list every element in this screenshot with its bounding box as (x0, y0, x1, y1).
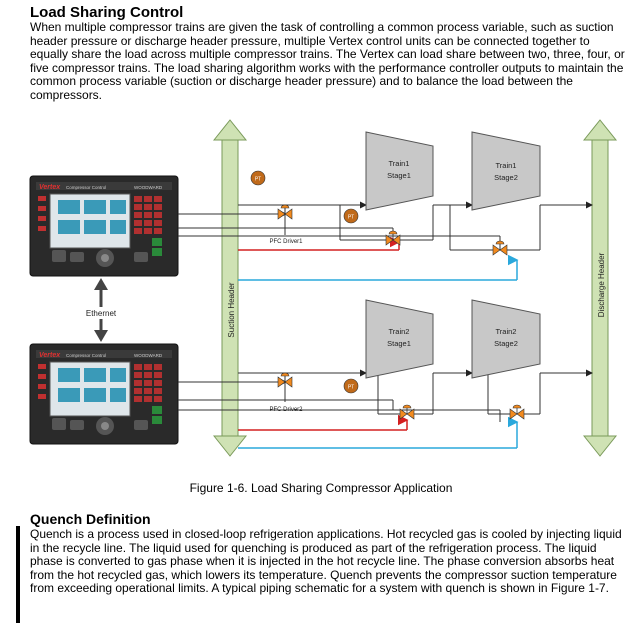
svg-text:Vertex: Vertex (39, 184, 61, 191)
ethernet-link: Ethernet (80, 278, 122, 342)
compressor-train1-stage1: Train1 Stage1 (365, 131, 434, 211)
suction-header-label: Suction Header (227, 282, 236, 337)
svg-text:Stage1: Stage1 (387, 339, 411, 348)
suction-header: Suction Header (212, 119, 248, 457)
train1-stage2-recycle-valve-icon (492, 240, 508, 256)
compressor-train2-stage1: Train2 Stage1 (365, 299, 434, 379)
train2-piping (238, 369, 593, 415)
svg-text:Stage2: Stage2 (494, 173, 518, 182)
figure-caption: Figure 1-6. Load Sharing Compressor Appl… (189, 481, 453, 495)
svg-text:Train2: Train2 (496, 327, 517, 336)
svg-text:Vertex: Vertex (39, 352, 61, 359)
load-sharing-figure: PT Suction Header Discharge Header Verte… (29, 119, 618, 457)
svg-text:Compressor Control: Compressor Control (66, 185, 106, 190)
train1-transmitter-icon (343, 208, 359, 224)
svg-text:WOODWARD: WOODWARD (134, 353, 163, 358)
train1-piping (238, 201, 593, 251)
quench-paragraph: Quench is a process used in closed-loop … (30, 527, 622, 596)
svg-text:Stage2: Stage2 (494, 339, 518, 348)
train2-stage1-recycle-valve-icon (399, 404, 415, 420)
svg-text:Train1: Train1 (496, 161, 517, 170)
pfc-driver1-label: PFC Driver1 (269, 239, 303, 245)
svg-text:Compressor Control: Compressor Control (66, 353, 106, 358)
svg-text:WOODWARD: WOODWARD (134, 185, 163, 190)
compressor-train1-stage2: Train1 Stage2 (471, 131, 541, 211)
ethernet-label: Ethernet (86, 309, 117, 318)
vertex-panel-2: Vertex Compressor Control WOODWARD (29, 343, 179, 445)
svg-text:Stage1: Stage1 (387, 171, 411, 180)
train2-transmitter-icon (343, 378, 359, 394)
svg-text:Train1: Train1 (389, 159, 410, 168)
load-sharing-paragraph: When multiple compressor trains are give… (30, 20, 625, 102)
train2-stage2-recycle-valve-icon (509, 404, 525, 420)
section-heading-load-sharing: Load Sharing Control (30, 4, 184, 21)
train1-stage1-recycle-valve-icon (385, 230, 401, 246)
discharge-header-label: Discharge Header (597, 252, 606, 317)
compressor-train2-stage2: Train2 Stage2 (471, 299, 541, 379)
change-bar (16, 526, 20, 623)
svg-text:Train2: Train2 (389, 327, 410, 336)
vertex-panel-1: Vertex Compressor Control WOODWARD (29, 175, 179, 277)
section-heading-quench: Quench Definition (30, 511, 151, 527)
discharge-header: Discharge Header (582, 119, 618, 457)
pfc-driver2-label: PFC Driver2 (269, 407, 303, 413)
suction-pressure-transmitter-icon (250, 170, 266, 186)
